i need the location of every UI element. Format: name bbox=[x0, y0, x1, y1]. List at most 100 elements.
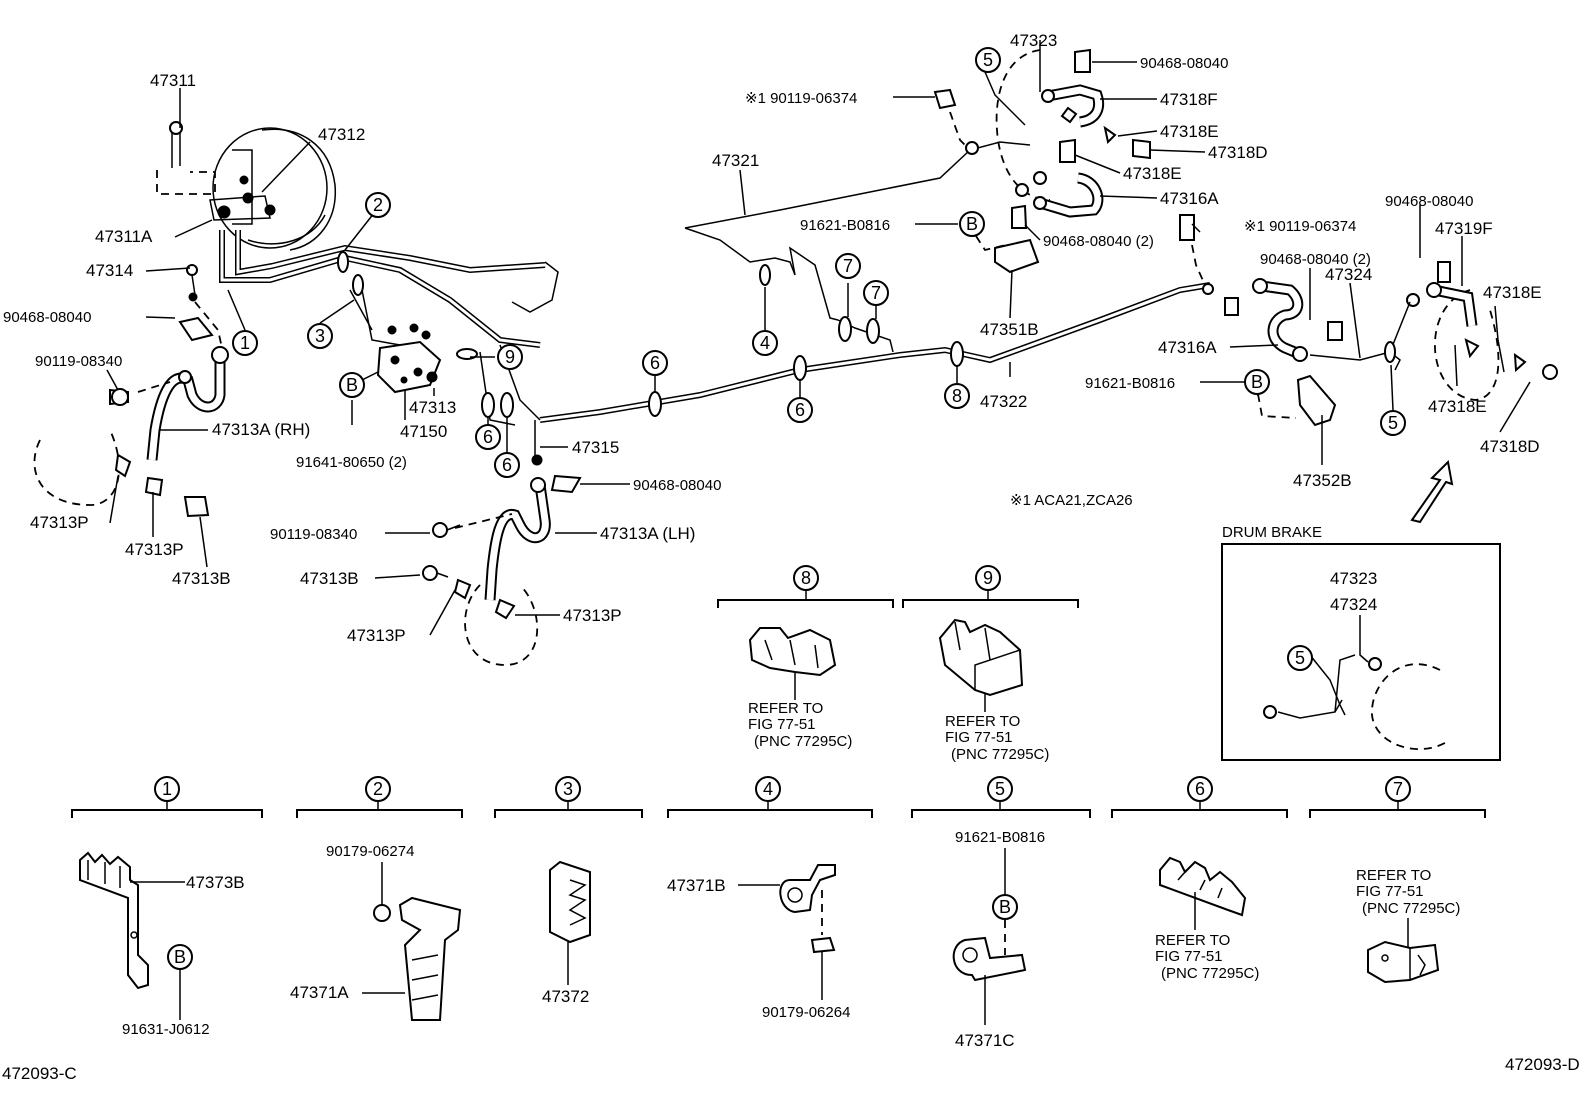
label-90468-08040-2a: 90468-08040 (2) bbox=[1043, 233, 1154, 250]
detail-9-text-2: FIG 77-51 bbox=[945, 729, 1013, 746]
label-47316a-1: 47316A bbox=[1160, 189, 1219, 208]
detail-1-part-91631: 91631-J0612 bbox=[122, 1021, 210, 1038]
svg-text:1: 1 bbox=[240, 333, 250, 353]
callout-5-main-1: 5 bbox=[975, 47, 1001, 73]
svg-text:B: B bbox=[174, 947, 186, 967]
callout-3-main: 3 bbox=[307, 323, 333, 349]
svg-text:6: 6 bbox=[795, 400, 805, 420]
svg-text:5: 5 bbox=[1388, 413, 1398, 433]
label-47313b-1: 47313B bbox=[172, 569, 231, 588]
label-90468-08040-mid: 90468-08040 bbox=[633, 477, 721, 494]
drum-callout-5: 5 bbox=[1295, 648, 1305, 668]
svg-text:8: 8 bbox=[952, 386, 962, 406]
detail-8-text-2: FIG 77-51 bbox=[748, 716, 816, 733]
detail-6-text-2: FIG 77-51 bbox=[1155, 948, 1223, 965]
front-hose-rh-47313a bbox=[33, 264, 229, 518]
label-47351b: 47351B bbox=[980, 320, 1039, 339]
detail-5: 5 91621-B0816 B 47371C bbox=[911, 776, 1091, 1050]
svg-text:6: 6 bbox=[1195, 779, 1205, 799]
svg-text:B: B bbox=[999, 897, 1011, 917]
label-47319f: 47319F bbox=[1435, 219, 1493, 238]
label-47313a-lh: 47313A (LH) bbox=[600, 524, 695, 543]
svg-text:6: 6 bbox=[502, 455, 512, 475]
detail-8-text-1: REFER TO bbox=[748, 700, 823, 717]
label-90468-08040-r: 90468-08040 bbox=[1385, 193, 1473, 210]
detail-6-text-3: (PNC 77295C) bbox=[1161, 965, 1259, 982]
svg-text:3: 3 bbox=[563, 779, 573, 799]
label-91641-80650: 91641-80650 (2) bbox=[296, 454, 407, 471]
callout-6-main-3: 6 bbox=[642, 350, 668, 376]
svg-text:B: B bbox=[1251, 372, 1263, 392]
detail-9-text-3: (PNC 77295C) bbox=[951, 746, 1049, 763]
drum-label-47323: 47323 bbox=[1330, 569, 1377, 588]
label-90119-08340-mid: 90119-08340 bbox=[270, 526, 357, 543]
label-47318e-4: 47318E bbox=[1428, 397, 1487, 416]
detail-6-text-1: REFER TO bbox=[1155, 932, 1230, 949]
callout-6-main-1: 6 bbox=[475, 424, 501, 450]
label-90468-08040-left: 90468-08040 bbox=[3, 309, 91, 326]
svg-text:1: 1 bbox=[162, 779, 172, 799]
callout-1-main: 1 bbox=[232, 330, 258, 356]
callout-6-main-4: 6 bbox=[787, 397, 813, 423]
callout-8-main: 8 bbox=[944, 383, 970, 409]
detail-6: 6 REFER TO FIG 77-51 (PNC 77295C) bbox=[1111, 776, 1288, 982]
label-47313p-4: 47313P bbox=[347, 626, 406, 645]
brake-master-cylinder bbox=[156, 121, 336, 251]
leader-lines bbox=[106, 40, 1531, 636]
detail-2: 2 90179-06274 47371A bbox=[290, 776, 463, 1021]
label-47313p-3: 47313P bbox=[563, 606, 622, 625]
label-47311: 47311 bbox=[150, 71, 196, 90]
callout-b-main-1: B bbox=[339, 372, 365, 398]
label-47318d-2: 47318D bbox=[1480, 437, 1540, 456]
detail-7-text-1: REFER TO bbox=[1356, 867, 1431, 884]
front-hose-lh-47313a bbox=[422, 454, 582, 666]
svg-text:6: 6 bbox=[650, 353, 660, 373]
svg-text:6: 6 bbox=[483, 427, 493, 447]
detail-1: 1 B 47373B 91631-J0612 bbox=[71, 776, 263, 1038]
rear-right-brake-area bbox=[933, 48, 1151, 274]
label-47313p-1: 47313P bbox=[30, 513, 89, 532]
callout-7-main-1: 7 bbox=[835, 253, 861, 279]
svg-text:4: 4 bbox=[763, 779, 773, 799]
label-47318d-1: 47318D bbox=[1208, 143, 1268, 162]
svg-text:2: 2 bbox=[373, 195, 383, 215]
label-47313a-rh: 47313A (RH) bbox=[212, 420, 310, 439]
callout-6-main-2: 6 bbox=[494, 452, 520, 478]
callout-4-main: 4 bbox=[752, 330, 778, 356]
detail-7-text-2: FIG 77-51 bbox=[1356, 883, 1424, 900]
label-47322: 47322 bbox=[980, 392, 1027, 411]
svg-text:5: 5 bbox=[983, 50, 993, 70]
svg-text:5: 5 bbox=[995, 779, 1005, 799]
label-47313p-2: 47313P bbox=[125, 540, 184, 559]
label-47314: 47314 bbox=[86, 261, 133, 280]
drum-brake-detail: DRUM BRAKE 47323 47324 5 bbox=[1221, 524, 1501, 761]
label-90119-06374-a: ※1 90119-06374 bbox=[745, 90, 857, 107]
callout-2-main: 2 bbox=[365, 192, 391, 218]
label-47324: 47324 bbox=[1325, 265, 1372, 284]
svg-text:8: 8 bbox=[801, 568, 811, 588]
callout-b-main-3: B bbox=[1244, 369, 1270, 395]
label-47321: 47321 bbox=[712, 151, 759, 170]
label-90119-08340-left: 90119-08340 bbox=[35, 353, 122, 370]
detail-4: 4 47371B 90179-06264 bbox=[667, 776, 873, 1021]
proportioning-valve-47150 bbox=[376, 323, 442, 394]
callout-7-main-2: 7 bbox=[863, 280, 889, 306]
detail-3: 3 47372 bbox=[494, 776, 643, 1006]
rear-left-brake-area bbox=[1179, 214, 1558, 427]
svg-text:2: 2 bbox=[373, 779, 383, 799]
label-47323: 47323 bbox=[1010, 31, 1057, 50]
detail-7-text-3: (PNC 77295C) bbox=[1362, 900, 1460, 917]
callout-b-main-2: B bbox=[959, 211, 985, 237]
drum-brake-title: DRUM BRAKE bbox=[1222, 524, 1322, 541]
label-47313b-2: 47313B bbox=[300, 569, 359, 588]
svg-text:7: 7 bbox=[871, 283, 881, 303]
svg-text:9: 9 bbox=[505, 347, 515, 367]
label-47150: 47150 bbox=[400, 422, 447, 441]
detail-2-part-90179-06274: 90179-06274 bbox=[326, 843, 414, 860]
detail-8: 8 REFER TO FIG 77-51 (PNC 77295C) bbox=[717, 565, 894, 750]
callout-9-main: 9 bbox=[497, 344, 523, 370]
label-47352b: 47352B bbox=[1293, 471, 1352, 490]
label-47315: 47315 bbox=[572, 438, 619, 457]
label-47312: 47312 bbox=[318, 125, 365, 144]
